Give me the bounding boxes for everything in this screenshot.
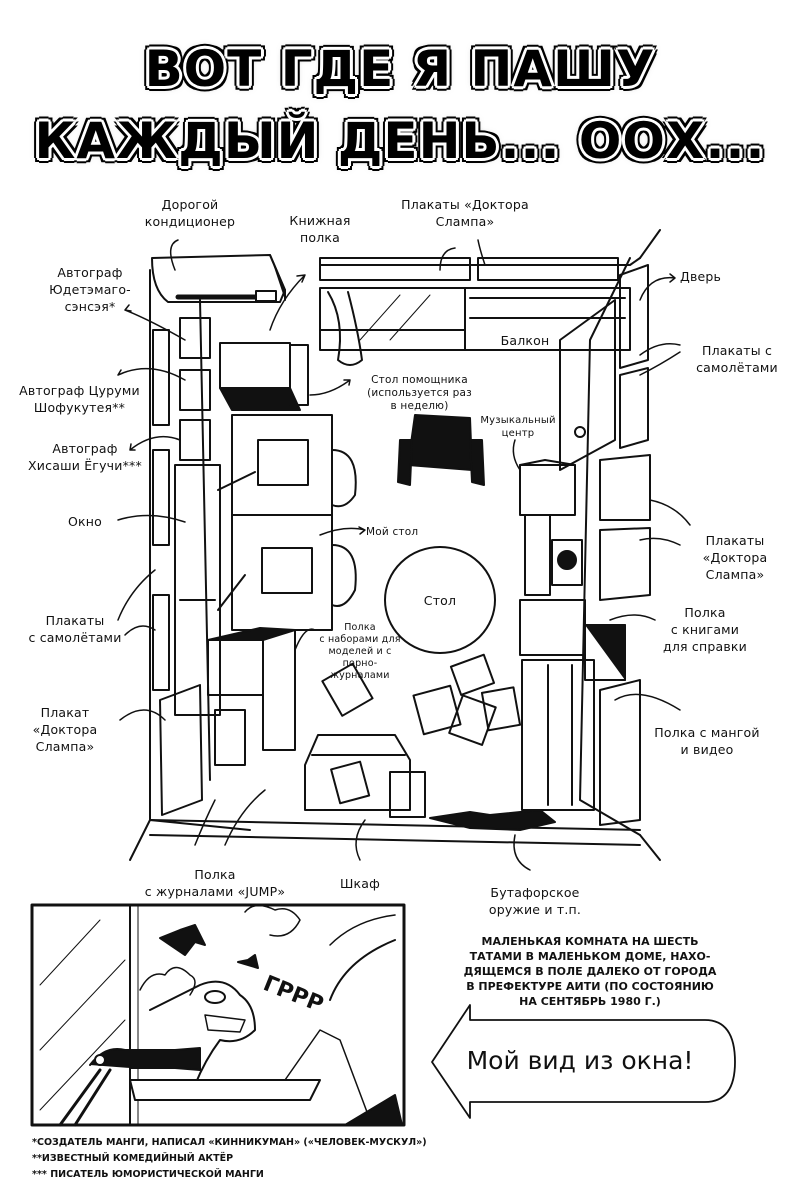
label-window: Окно: [67, 514, 102, 529]
poster-slump-top-1: [319, 257, 471, 281]
stacked-boxes: [214, 709, 246, 766]
label-table: Стол: [423, 593, 457, 608]
left-window: [174, 464, 221, 716]
window-view-text: Мой вид из окна!: [466, 1046, 694, 1075]
palm-tree: [329, 939, 396, 1001]
scattered-books: [321, 653, 522, 746]
label-posters-top: Плакаты «Доктора Слампа»: [401, 197, 529, 229]
footnote-1: *СОЗДАТЕЛЬ МАНГИ, НАПИСАЛ «КИННИКУМАН» (…: [32, 1137, 427, 1148]
footnote-2: **ИЗВЕСТНЫЙ КОМЕДИЙНЫЙ АКТЁР: [32, 1153, 234, 1164]
poster-slump-top-2: [477, 257, 619, 281]
door-drawing: [559, 299, 616, 471]
label-wardrobe: Шкаф: [339, 876, 381, 891]
label-air-conditioner: Дорогой кондиционер: [144, 197, 236, 229]
page-title-line-2: КАЖДЫЙ ДЕНЬ... ООХ...: [34, 112, 766, 170]
room-caption: МАЛЕНЬКАЯ КОМНАТА НА ШЕСТЬ ТАТАМИ В МАЛЕ…: [463, 935, 717, 1008]
bookshelf-drawing: [219, 342, 309, 411]
desk-lamp: [89, 1047, 201, 1071]
balcony-window: [319, 287, 631, 351]
label-posters-slump-right: Плакаты «Доктора Слампа»: [702, 533, 768, 582]
dinosaur: [149, 980, 256, 1086]
pointer-arrows: [117, 239, 691, 871]
model-shelf-drawing: [207, 627, 296, 751]
label-bookshelf: Книжная полка: [289, 213, 351, 245]
poster-slump-left: [159, 684, 203, 816]
manga-shelf-drawing: [521, 659, 595, 811]
office-chair: [397, 414, 485, 486]
label-model-shelf: Полка с наборами для моделей и с порно- …: [319, 622, 401, 681]
label-autograph-yudetamago: Автограф Юдетэмаго- сэнсэя*: [49, 265, 131, 314]
label-reference-shelf: Полка с книгами для справки: [662, 605, 747, 654]
label-poster-slump-left: Плакат «Доктора Слампа»: [32, 705, 98, 754]
label-posters-planes-left: Плакаты с самолётами: [28, 613, 122, 645]
label-autograph-tsurumi: Автограф Цуруми Шофукутея**: [19, 383, 140, 415]
curtain: [327, 291, 363, 366]
air-conditioner-drawing: [151, 254, 286, 303]
music-center-drawing: [519, 459, 583, 596]
label-prop-weapons: Бутафорское оружие и т.п.: [488, 885, 582, 917]
reference-shelf-drawing: [519, 599, 626, 681]
page-title-line-1: ВОТ ГДЕ Я ПАШУ: [144, 40, 656, 98]
label-music-center: Музыкальный центр: [480, 415, 556, 439]
window-view-panel: [30, 903, 406, 1127]
label-autograph-eguchi: Автограф Хисаши Ёгучи***: [28, 441, 142, 473]
footnotes: *СОЗДАТЕЛЬ МАНГИ, НАПИСАЛ «КИННИКУМАН» (…: [32, 1135, 427, 1183]
label-balcony: Балкон: [500, 333, 550, 348]
footnote-3: *** ПИСАТЕЛЬ ЮМОРИСТИЧЕСКОЙ МАНГИ: [32, 1169, 264, 1180]
label-my-desk: Мой стол: [366, 526, 419, 538]
right-wall-posters: [599, 264, 651, 826]
prop-weapons: [429, 809, 556, 831]
label-door: Дверь: [680, 269, 722, 284]
label-manga-shelf: Полка с мангой и видео: [654, 725, 760, 757]
speech-arrow-bubble: [431, 1004, 736, 1119]
room-walls: [129, 229, 661, 861]
volcano: [284, 1029, 371, 1121]
jump-shelf-drawing: [304, 734, 426, 818]
pterodactyl-small: [237, 954, 259, 969]
label-jump-shelf: Полка с журналами «JUMP»: [144, 867, 286, 899]
pterodactyl-large: [159, 924, 206, 956]
round-table: [384, 546, 496, 654]
label-assistant-desk: Стол помощника (используется раз в недел…: [367, 374, 472, 412]
label-posters-planes-right: Плакаты с самолётами: [696, 343, 778, 375]
my-desk-drawing: [217, 414, 357, 631]
